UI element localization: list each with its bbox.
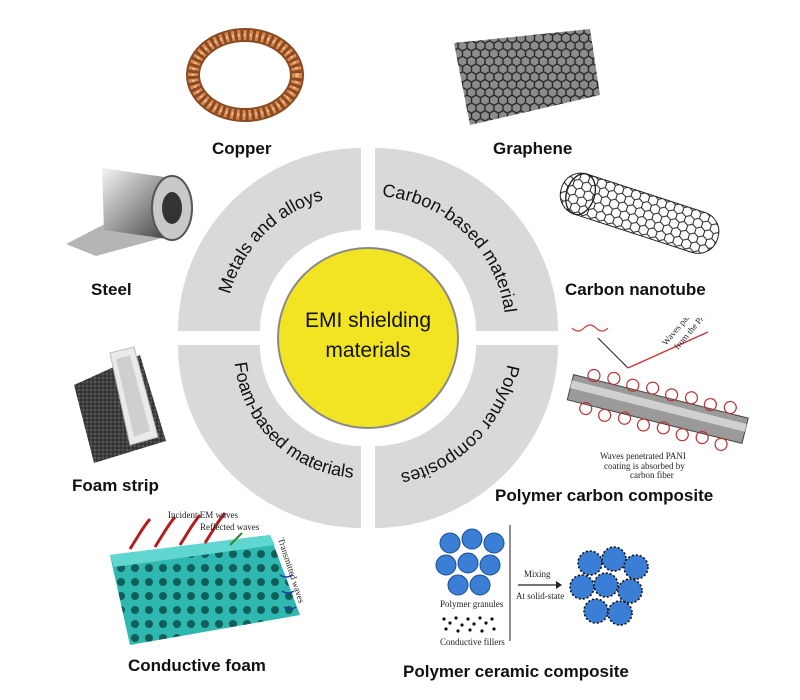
text-mixing: Mixing (524, 569, 551, 579)
label-polymer-carbon-composite: Polymer carbon composite (495, 486, 714, 505)
text-waves-penetrated: Waves penetrated PANI (600, 451, 686, 461)
ring-quadrant-polymer (375, 345, 558, 528)
label-polymer-ceramic-composite: Polymer ceramic composite (403, 662, 629, 681)
label-steel: Steel (91, 280, 132, 299)
text-incident-em-waves: Incident EM waves (168, 510, 238, 520)
label-carbon-nanotube: Carbon nanotube (565, 280, 706, 299)
text-conductive-fillers: Conductive fillers (440, 637, 505, 647)
polymer-ceramic-composite-illustration: Polymer granules Conductive fillers Mixi… (435, 525, 649, 647)
center-title-line1: EMI shielding (305, 309, 431, 332)
label-graphene: Graphene (493, 139, 573, 158)
foam-strip-illustration (74, 346, 166, 463)
graphene-sheet-illustration (454, 29, 600, 125)
carbon-nanotube-illustration (559, 172, 720, 254)
center-disc (277, 247, 459, 429)
conductive-foam-illustration: Incident EM waves Reflected waves Transm… (110, 510, 307, 645)
text-coating-absorbed: coating is absorbed by (604, 461, 685, 471)
label-copper: Copper (212, 139, 272, 158)
ring-quadrant-metals (178, 148, 361, 331)
center-title-line2: materials (325, 339, 410, 362)
ring-quadrant-foam (178, 345, 361, 528)
text-at-solid-state: At solid-state (516, 591, 564, 601)
text-carbon-fiber: carbon fiber (630, 470, 674, 478)
copper-coil-illustration (186, 28, 304, 122)
label-foam-strip: Foam strip (72, 476, 159, 495)
polymer-carbon-composite-illustration: Waves partially reflected from the PANI … (566, 318, 749, 478)
text-reflected-waves: Reflected waves (200, 522, 260, 532)
text-polymer-granules: Polymer granules (440, 599, 504, 609)
label-conductive-foam: Conductive foam (128, 656, 266, 675)
steel-roll-illustration (66, 168, 193, 256)
ring-quadrant-carbon (375, 148, 558, 331)
